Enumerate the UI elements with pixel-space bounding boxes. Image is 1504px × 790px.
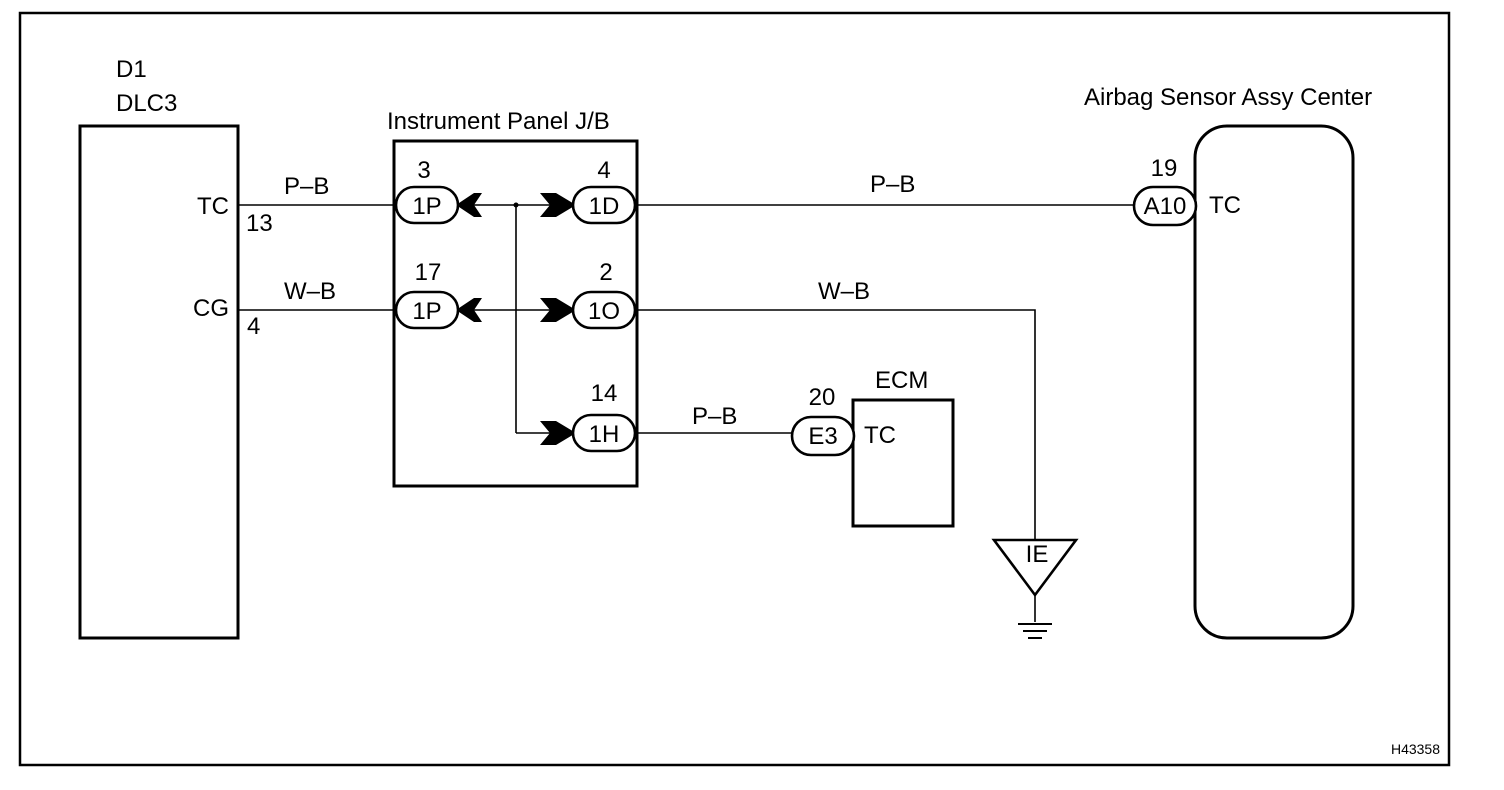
connector-a10 <box>1132 185 1198 227</box>
jb-arrow-right-top <box>540 193 576 217</box>
wire-1h-ecm-color: P–B <box>692 403 737 430</box>
ground-point-label: IE <box>1026 541 1049 568</box>
airbag-sensor-label: Airbag Sensor Assy Center <box>1084 84 1372 111</box>
wire-1d-airbag-color: P–B <box>870 171 915 198</box>
wire-1o-ground <box>637 309 1036 540</box>
connector-1o-pin: 2 <box>599 259 612 286</box>
connector-1h-pin: 14 <box>591 380 618 407</box>
jb-arrow-right-bottom <box>540 421 576 445</box>
dlc3-cg-pin: 4 <box>247 313 260 340</box>
connector-1d-pin: 4 <box>597 157 610 184</box>
dlc3-cg-terminal: CG <box>193 295 229 322</box>
ground-point-triangle <box>991 538 1079 598</box>
junction-block-label: Instrument Panel J/B <box>387 108 610 135</box>
connector-e3-pin: 20 <box>809 384 836 411</box>
connector-1o-code: 1O <box>588 298 620 325</box>
connector-1h <box>571 413 637 453</box>
dlc3-id-label: D1 <box>116 56 147 83</box>
wire-dlc-cg-color: W–B <box>284 278 336 305</box>
connector-1p-top <box>394 185 460 225</box>
ground-icon <box>1018 623 1052 639</box>
connector-1o <box>571 290 637 330</box>
ecm-box <box>851 398 955 528</box>
dlc3-box <box>78 124 240 640</box>
connector-1p-mid-code: 1P <box>412 298 441 325</box>
diagram-frame <box>18 11 1451 767</box>
connector-e3-code: E3 <box>808 423 837 450</box>
connector-1d <box>571 185 637 225</box>
ecm-label: ECM <box>875 367 928 394</box>
airbag-sensor-box <box>1193 124 1355 640</box>
connector-1p-mid <box>394 290 460 330</box>
connector-e3 <box>790 415 856 457</box>
wire-1o-ground-color: W–B <box>818 278 870 305</box>
airbag-tc-terminal: TC <box>1209 192 1241 219</box>
connector-a10-pin: 19 <box>1151 155 1178 182</box>
connector-1p-top-pin: 3 <box>417 157 430 184</box>
jb-splice-dot <box>513 202 519 208</box>
connector-1p-mid-pin: 17 <box>415 259 442 286</box>
connector-1d-code: 1D <box>589 193 620 220</box>
dlc3-tc-terminal: TC <box>197 193 229 220</box>
jb-arrow-right-mid <box>540 298 576 322</box>
dlc3-tc-pin: 13 <box>246 210 273 237</box>
wire-dlc-tc-color: P–B <box>284 173 329 200</box>
connector-1h-code: 1H <box>589 421 620 448</box>
jb-arrow-left-mid <box>456 298 482 322</box>
jb-arrow-left-top <box>456 193 482 217</box>
connector-a10-code: A10 <box>1144 193 1187 220</box>
connector-1p-top-code: 1P <box>412 193 441 220</box>
dlc3-name-label: DLC3 <box>116 90 177 117</box>
ecm-tc-terminal: TC <box>864 422 896 449</box>
figure-id: H43358 <box>1391 741 1440 757</box>
